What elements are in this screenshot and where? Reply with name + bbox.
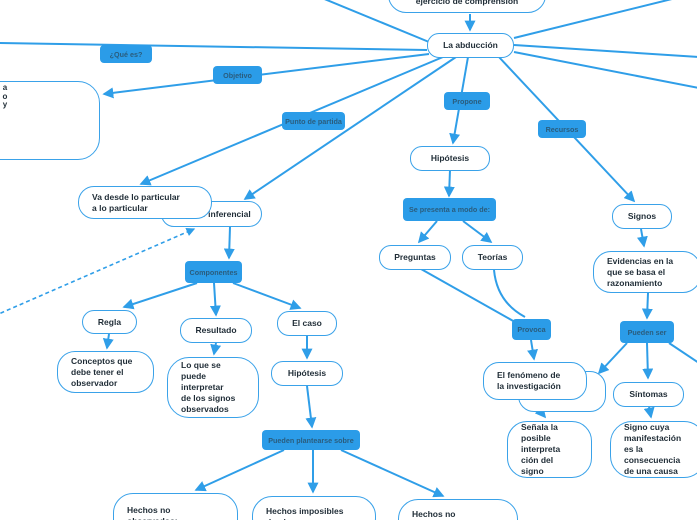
- edge-resultado-to-loquese: [210, 342, 222, 356]
- edge-label-se-presenta[interactable]: Se presenta a modo de:: [403, 198, 496, 221]
- edge-plantearse-to-hechos3: [340, 449, 445, 498]
- edge-dashed-to-proceso: [0, 227, 196, 315]
- node-regla[interactable]: Regla: [82, 310, 137, 334]
- edge-label-componentes[interactable]: Componentes: [185, 261, 242, 283]
- edge-sepresenta-to-teorias: [462, 220, 493, 243]
- edge-abduccion-left-exit: [0, 42, 428, 51]
- edge-label-provoca[interactable]: Provoca: [512, 319, 551, 340]
- node-el-caso[interactable]: El caso: [277, 311, 337, 336]
- node-preguntas[interactable]: Preguntas: [379, 245, 451, 270]
- edge-puedenser-to-fenomeno-side: [597, 342, 628, 375]
- node-sintomas[interactable]: Síntomas: [613, 382, 684, 407]
- node-partial-left[interactable]: [0, 81, 100, 160]
- edge-abduccion-right-exit-1: [513, 44, 697, 58]
- edge-abduccion-to-proceso: [243, 56, 457, 200]
- node-la-abduccion[interactable]: La abducción: [427, 33, 514, 58]
- edge-hipotesis2-to-plantearse: [305, 385, 317, 429]
- edge-label-pueden-ser[interactable]: Pueden ser: [620, 321, 674, 343]
- node-hechos-imposibles[interactable]: Hechos imposibles de observar: [252, 496, 376, 520]
- node-hipotesis-2[interactable]: Hipótesis: [271, 361, 343, 386]
- edge-puedenser-right-exit: [668, 342, 697, 363]
- node-ejercicio-de-comprension[interactable]: ejercicio de comprensión: [388, 0, 546, 13]
- node-conceptos-observador[interactable]: Conceptos que debe tener el observador: [57, 351, 154, 393]
- node-signo-cuya[interactable]: Signo cuya manifestación es la consecuen…: [610, 421, 697, 478]
- text-partial-left-text: a o y: [2, 83, 8, 109]
- edge-label-que-es[interactable]: ¿Qué es?: [100, 45, 152, 63]
- edge-label-punto-de-partida[interactable]: Punto de partida: [282, 112, 345, 130]
- edge-sepresenta-to-preguntas: [417, 220, 438, 244]
- edge-abduccion-upleft-exit: [324, 0, 430, 43]
- node-hipotesis[interactable]: Hipótesis: [410, 146, 490, 171]
- edge-teorias-to-provoca: [493, 269, 526, 318]
- edge-plantearse-to-hechos1: [194, 449, 285, 492]
- node-evidencias[interactable]: Evidencias en la que se basa el razonami…: [593, 251, 697, 293]
- edge-regla-to-conceptos: [102, 333, 114, 350]
- node-senala-la-posible[interactable]: Señala la posible interpreta ción del si…: [507, 421, 592, 478]
- node-hechos-no-observados[interactable]: Hechos no observados;: [113, 493, 238, 520]
- edge-preguntas-to-provoca: [420, 268, 516, 323]
- node-lo-que-se-puede[interactable]: Lo que se puede interpretar de los signo…: [167, 357, 259, 418]
- edge-abduccion-right-exit-2: [513, 51, 697, 89]
- node-teorias[interactable]: Teorías: [462, 245, 523, 270]
- edge-label-pueden-plantearse[interactable]: Pueden plantearse sobre: [262, 430, 360, 450]
- edge-provoca-to-fenomeno: [527, 339, 538, 361]
- edge-label-propone[interactable]: Propone: [444, 92, 490, 110]
- edge-label-objetivo[interactable]: Objetivo: [213, 66, 262, 84]
- edge-sintomas-to-signocuya: [643, 406, 655, 419]
- node-va-desde[interactable]: Va desde lo particular a lo particular: [78, 186, 212, 219]
- edge-signos-to-evidencias: [636, 228, 648, 248]
- edge-evidencias-to-puedenser: [641, 292, 653, 320]
- edge-proceso-to-componentes: [223, 226, 235, 260]
- edge-hipotesis-to-sepresenta: [443, 169, 455, 198]
- edge-abduccion-to-partial-left: [102, 53, 430, 99]
- node-hechos-no-observables[interactable]: Hechos no observables en el: [398, 499, 518, 520]
- node-signos[interactable]: Signos: [612, 204, 672, 229]
- edge-abduccion-upright-exit: [513, 0, 673, 39]
- edge-puedenser-to-sintomas: [642, 342, 654, 380]
- node-resultado[interactable]: Resultado: [180, 318, 252, 343]
- edge-componentes-to-regla: [122, 282, 198, 310]
- edge-label-recursos[interactable]: Recursos: [538, 120, 586, 138]
- node-el-fenomeno[interactable]: El fenómeno de la investigación: [483, 362, 587, 400]
- edge-componentes-to-elcaso: [232, 282, 302, 310]
- edge-componentes-to-resultado: [209, 282, 221, 317]
